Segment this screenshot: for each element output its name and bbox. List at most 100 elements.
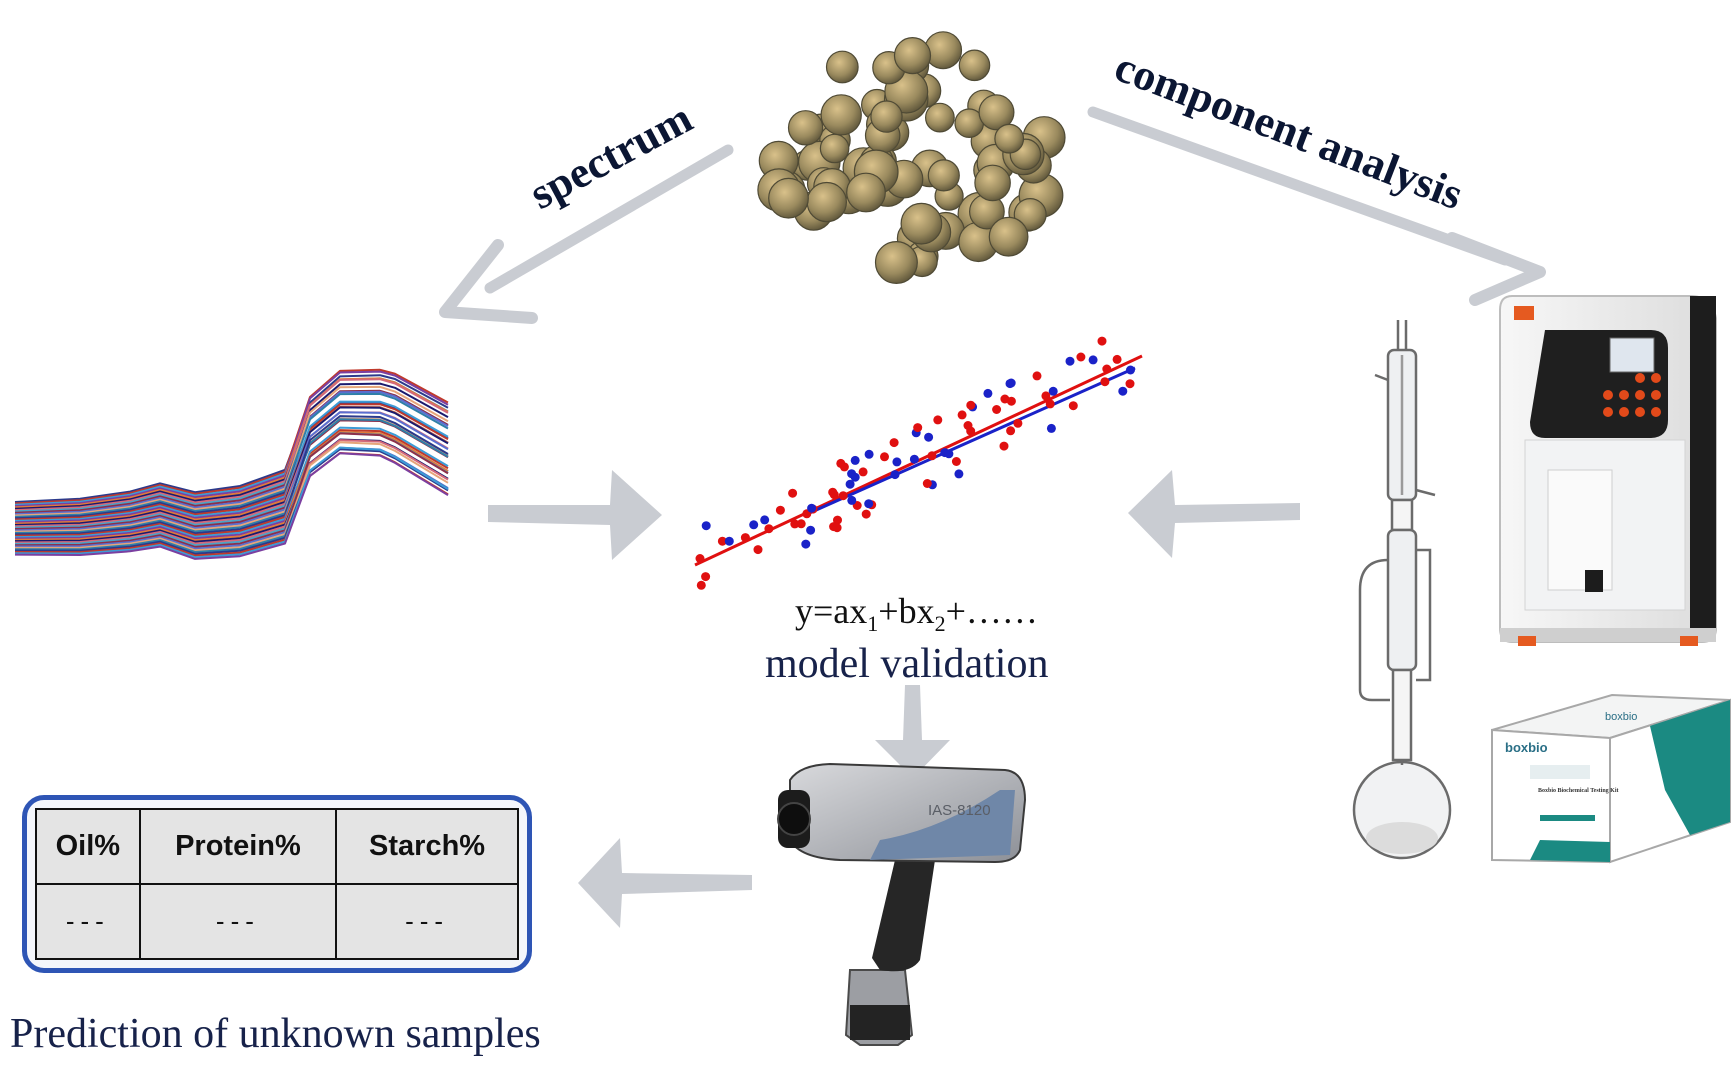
seed (974, 164, 1011, 202)
validation-point (1065, 356, 1075, 366)
calibration-point (775, 505, 785, 515)
calibration-point (957, 410, 967, 420)
validation-point (864, 449, 874, 459)
spectrum-curve (14, 382, 449, 510)
seed (925, 102, 955, 133)
seed (874, 241, 918, 285)
right-arrow (488, 470, 662, 560)
left-arrow (1128, 470, 1300, 558)
prediction-table: Oil% Protein% Starch% --- --- --- (22, 795, 532, 973)
seed (988, 216, 1029, 257)
component-analysis-arrow (1087, 106, 1546, 306)
calibration-point (833, 515, 842, 525)
calibration-point (696, 580, 706, 590)
seed (900, 202, 943, 245)
calibration-point (796, 519, 806, 529)
value-protein: --- (138, 883, 338, 960)
spectrum-curve (14, 370, 449, 508)
blue-fit-line (804, 366, 1136, 517)
seed (958, 49, 991, 82)
spectrum-curve (15, 448, 449, 555)
soxhlet-extractor-image (1352, 320, 1452, 860)
nir-spectra-plot (14, 368, 449, 560)
validation-point (892, 457, 902, 467)
calibration-point (1041, 391, 1051, 401)
validation-point (701, 521, 711, 531)
validation-point (864, 499, 874, 509)
calibration-point (1000, 394, 1010, 404)
spectrum-curve (14, 429, 449, 537)
validation-point (1005, 379, 1015, 389)
calibration-point (1097, 336, 1107, 346)
validation-point (924, 432, 934, 442)
validation-point (1118, 386, 1128, 396)
seed (820, 94, 862, 136)
validation-point (954, 469, 964, 479)
header-protein: Protein% (138, 808, 338, 885)
prediction-label: Prediction of unknown samples (10, 1011, 541, 1057)
calibration-point (740, 533, 750, 543)
calibration-point (1068, 401, 1078, 411)
down-arrow (875, 685, 950, 778)
calibration-point (922, 479, 932, 488)
value-oil: --- (35, 883, 141, 960)
test-kit-box-image: boxbio boxbio Boxbio Biochemical Testing… (1491, 693, 1731, 864)
spectrum-curve (14, 411, 449, 532)
calibration-point (951, 457, 961, 466)
spectrum-curve (14, 385, 449, 517)
calibration-point (753, 545, 763, 555)
spectrum-curve (14, 439, 449, 545)
spectrum-curve (14, 441, 449, 552)
calibration-point (889, 438, 899, 448)
kit-title: Boxbio Biochemical Testing Kit (1538, 788, 1619, 794)
calibration-point (933, 415, 943, 425)
seed (978, 94, 1015, 131)
spectrum-curve (14, 378, 449, 512)
calibration-point (861, 509, 871, 519)
handheld-nir-device-image: IAS-8120 (777, 762, 1027, 1046)
kjeldahl-analyzer-image (1499, 295, 1717, 646)
calibration-point (790, 519, 800, 529)
validation-point (890, 470, 900, 480)
validation-point (806, 525, 816, 535)
validation-point (909, 454, 919, 464)
validation-point (801, 539, 811, 549)
spectrum-curve (14, 392, 449, 518)
calibration-point (1045, 399, 1055, 409)
calibration-point (838, 491, 848, 501)
calibration-point (858, 467, 868, 477)
left-arrow-bottom (578, 838, 752, 928)
calibration-point (999, 441, 1009, 451)
validation-point (983, 388, 993, 398)
spectrum-curve (14, 426, 449, 539)
value-starch: --- (335, 883, 519, 960)
validation-point (724, 536, 734, 546)
seed (994, 123, 1025, 154)
validation-point (760, 515, 770, 525)
calibration-point (1032, 371, 1042, 381)
calibration-point (828, 487, 838, 497)
spectrum-curve (14, 406, 449, 526)
seed (825, 50, 859, 84)
spectrum-curve (14, 432, 449, 548)
calibration-point (701, 572, 711, 582)
spectrum-curve (14, 390, 449, 516)
spectrum-curve (14, 368, 449, 505)
spectrum-curve (14, 374, 449, 503)
calibration-point (966, 400, 976, 410)
calibration-point (836, 458, 846, 468)
seed (768, 177, 809, 219)
calibration-point (1112, 354, 1122, 364)
spectrum-curve (14, 389, 449, 514)
spectrum-curve (14, 400, 449, 522)
calibration-point (1006, 426, 1016, 436)
device-brand: IAS-8120 (928, 802, 991, 819)
calibration-point (717, 536, 727, 546)
seed (819, 133, 850, 164)
arrows (439, 106, 1546, 928)
calibration-point (880, 452, 889, 462)
calibration-point (1102, 364, 1112, 374)
calibration-point (913, 423, 923, 433)
spectrum-curve (14, 452, 449, 560)
